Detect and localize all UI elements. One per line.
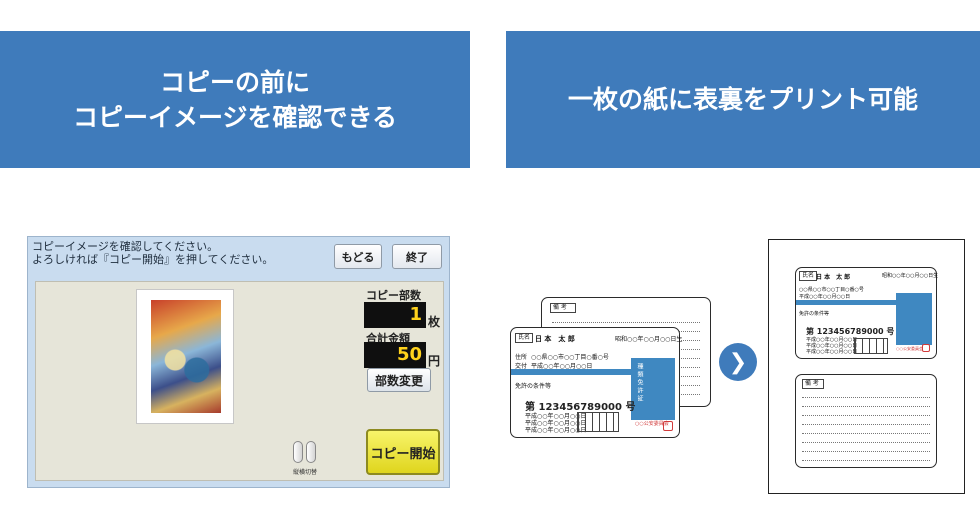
orientation-label: 縦横切替 bbox=[292, 469, 317, 476]
copies-display: 1 bbox=[364, 302, 426, 328]
banner-right-text: 一枚の紙に表裏をプリント可能 bbox=[567, 85, 918, 114]
sheet-card-back: 備 考 bbox=[795, 374, 937, 468]
end-button[interactable]: 終了 bbox=[392, 244, 442, 269]
instruction-text: コピーイメージを確認してください。 よろしければ『コピー開始』を押してください。 bbox=[32, 240, 273, 266]
birth-value: 昭和○○年○○月○○日生 bbox=[615, 336, 683, 343]
card-blue-stripe bbox=[511, 369, 631, 375]
address-value: ○○県○○市○○丁目○番○号 bbox=[531, 354, 609, 361]
category-vertical: 種類免許証 bbox=[636, 363, 643, 403]
copy-preview bbox=[136, 289, 234, 424]
chevron-right-icon: ❯ bbox=[719, 343, 757, 381]
preview-panel: コピー部数 1 枚 合計金額 50 円 部数変更 縦横切替 コピー開始 bbox=[35, 281, 444, 481]
copies-unit: 枚 bbox=[428, 315, 441, 329]
photo-area bbox=[631, 358, 675, 420]
total-label: 合計金額 bbox=[366, 332, 410, 345]
total-unit: 円 bbox=[428, 354, 441, 368]
change-copies-button[interactable]: 部数変更 bbox=[367, 368, 431, 392]
sheet-conditions-label: 免許の条件等 bbox=[799, 311, 830, 317]
sheet-blue-stripe bbox=[796, 300, 896, 305]
banner-left-line2: コピーイメージを確認できる bbox=[72, 102, 397, 132]
sheet-name-value: 日 本 太 郎 bbox=[816, 274, 851, 281]
instruction-line-1: コピーイメージを確認してください。 bbox=[32, 240, 219, 253]
date-row-3: 平成○○年○○月○○日 bbox=[525, 427, 587, 434]
copies-label: コピー部数 bbox=[366, 289, 421, 302]
banner-left-line1: コピーの前に bbox=[159, 67, 310, 97]
sheet-card-front: 氏名 日 本 太 郎 昭和○○年○○月○○日生 ○○県○○市○○丁目○番○号 平… bbox=[795, 267, 939, 359]
sheet-name-label: 氏名 bbox=[799, 271, 818, 281]
sheet-date-row-1: 平成○○年○○月○○日 bbox=[806, 337, 858, 343]
sheet-category-grid bbox=[854, 338, 888, 354]
category-grid bbox=[577, 412, 619, 432]
sheet-remarks-title: 備 考 bbox=[802, 379, 824, 389]
sheet-photo-area bbox=[896, 293, 932, 345]
address-label: 住所 bbox=[515, 354, 528, 361]
sheet-address-line: ○○県○○市○○丁目○番○号 bbox=[799, 287, 864, 293]
copier-screen: コピーイメージを確認してください。 よろしければ『コピー開始』を押してください。… bbox=[27, 236, 450, 488]
printed-sheet: 氏名 日 本 太 郎 昭和○○年○○月○○日生 ○○県○○市○○丁目○番○号 平… bbox=[768, 239, 965, 494]
instruction-line-2: よろしければ『コピー開始』を押してください。 bbox=[32, 253, 274, 266]
orientation-toggle-button[interactable]: 縦横切替 bbox=[288, 437, 322, 476]
date-row-2: 平成○○年○○月○○日 bbox=[525, 420, 587, 427]
sheet-seal-stamp bbox=[922, 344, 930, 352]
sheet-birth-value: 昭和○○年○○月○○日生 bbox=[882, 273, 939, 279]
back-button[interactable]: もどる bbox=[334, 244, 382, 269]
seal-stamp bbox=[663, 421, 673, 431]
conditions-label: 免許の条件等 bbox=[515, 383, 552, 390]
sheet-remarks-lines bbox=[802, 389, 930, 461]
start-copy-button[interactable]: コピー開始 bbox=[366, 429, 440, 475]
feature-banner-preview: コピーの前に コピーイメージを確認できる bbox=[0, 31, 470, 168]
license-card-front: 氏名 日 本 太 郎 昭和○○年○○月○○日生 住所 ○○県○○市○○丁目○番○… bbox=[510, 327, 683, 438]
sheet-date-row-2: 平成○○年○○月○○日 bbox=[806, 343, 858, 349]
remarks-title: 備 考 bbox=[550, 303, 576, 313]
sheet-issue-line: 平成○○年○○月○○日 bbox=[799, 294, 851, 300]
issue-label: 交付 bbox=[515, 363, 528, 370]
license-number: 第 123456789000 号 bbox=[525, 402, 636, 413]
preview-image bbox=[151, 300, 221, 413]
orientation-toggle-icon-part bbox=[306, 441, 316, 463]
sheet-license-number: 第 123456789000 号 bbox=[806, 327, 895, 336]
issue-value: 平成○○年○○月○○日 bbox=[531, 363, 593, 370]
sheet-date-row-3: 平成○○年○○月○○日 bbox=[806, 349, 858, 355]
sheet-issuer-text: ○○公安委員会 bbox=[896, 346, 923, 351]
name-label: 氏名 bbox=[515, 333, 534, 343]
issuer-text: ○○公安委員会 bbox=[635, 421, 669, 427]
date-row-1: 平成○○年○○月○○日 bbox=[525, 413, 587, 420]
orientation-toggle-icon bbox=[293, 441, 303, 463]
feature-banner-duplex: 一枚の紙に表裏をプリント可能 bbox=[506, 31, 980, 168]
name-value: 日 本 太 郎 bbox=[535, 335, 575, 343]
total-display: 50 bbox=[364, 342, 426, 368]
